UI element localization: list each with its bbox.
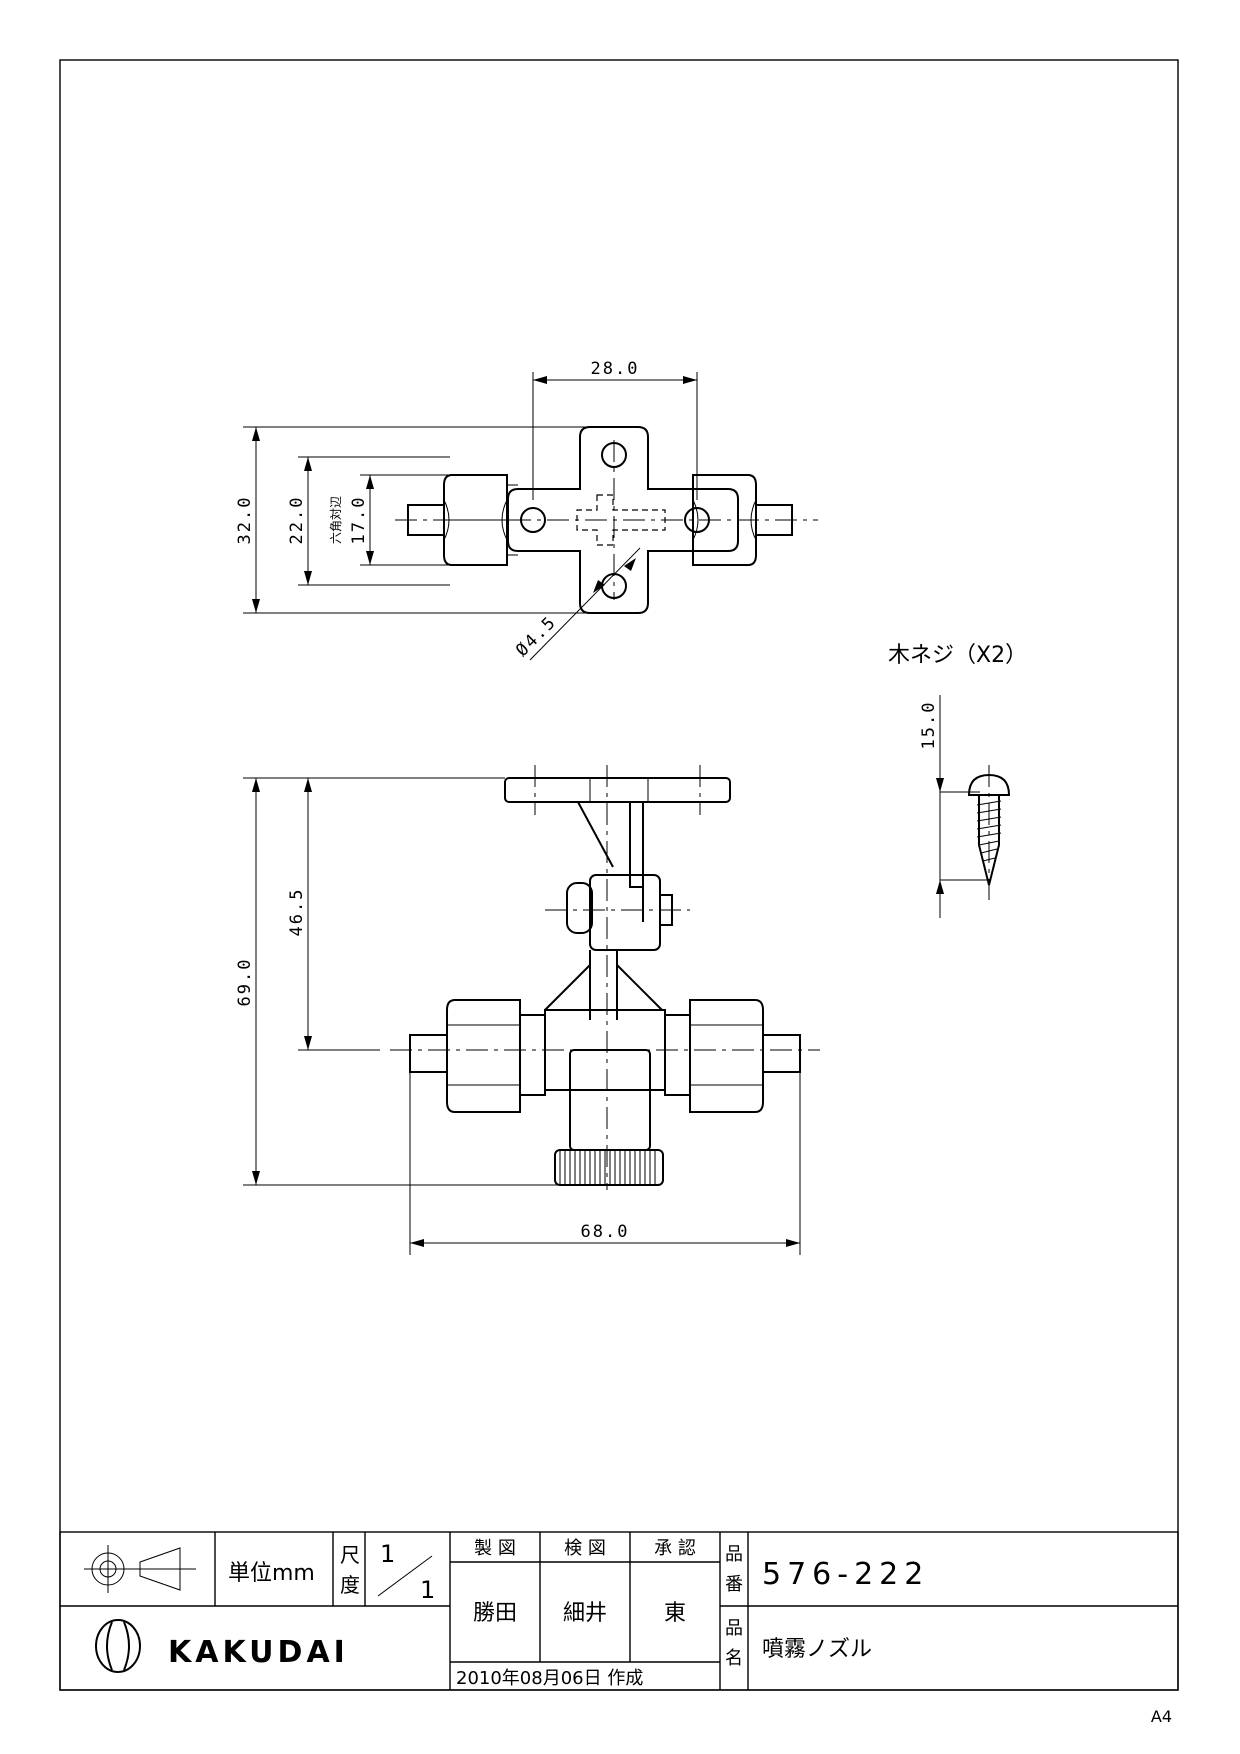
scale-num: 1 [380, 1540, 395, 1568]
unit-label: 単位mm [228, 1561, 315, 1586]
top-view: 28.0 32.0 22.0 六角対辺 17.0 Ø4.5 [235, 359, 818, 661]
screw-label: 木ネジ（X2） [888, 643, 1027, 668]
part-no-label-1: 品 [725, 1544, 743, 1565]
scale-den: 1 [420, 1576, 435, 1604]
title-block: 単位mm 尺 度 1 1 製 図 検 図 承 認 勝田 細井 東 2010年08… [59, 1531, 1179, 1691]
wood-screw: 木ネジ（X2） 15.0 [888, 643, 1027, 918]
height-dim-top: 32.0 [235, 496, 255, 545]
kakudai-logo: KAKUDAI [95, 1619, 349, 1673]
check-label: 検 図 [564, 1538, 606, 1559]
hex-dim: 17.0 [349, 496, 369, 545]
paper-size: A4 [1151, 1707, 1172, 1726]
front-width-dim: 68.0 [581, 1222, 630, 1242]
check-name: 細井 [563, 1601, 607, 1626]
part-no-label-2: 番 [725, 1574, 743, 1595]
front-view: 69.0 46.5 68.0 [235, 765, 820, 1255]
part-name-label-1: 品 [725, 1618, 743, 1639]
width-dim-top: 28.0 [591, 359, 640, 379]
made-name: 勝田 [473, 1601, 517, 1626]
drawing-date: 2010年08月06日 作成 [456, 1668, 643, 1689]
third-angle-projection-icon [84, 1545, 196, 1593]
dim-22: 22.0 [287, 496, 307, 545]
front-mid-dim: 46.5 [287, 888, 307, 937]
screw-length-dim: 15.0 [919, 701, 939, 750]
scale-label-2: 度 [340, 1573, 360, 1597]
front-height-dim: 69.0 [235, 958, 255, 1007]
hex-label: 六角対辺 [329, 496, 343, 544]
scale-label-1: 尺 [340, 1543, 360, 1567]
made-label: 製 図 [474, 1538, 516, 1559]
approve-label: 承 認 [654, 1538, 696, 1559]
part-name: 噴霧ノズル [762, 1637, 872, 1662]
company-name: KAKUDAI [168, 1635, 349, 1670]
approve-name: 東 [664, 1601, 686, 1626]
part-name-label-2: 名 [725, 1648, 743, 1669]
part-number: 576-222 [762, 1557, 929, 1592]
